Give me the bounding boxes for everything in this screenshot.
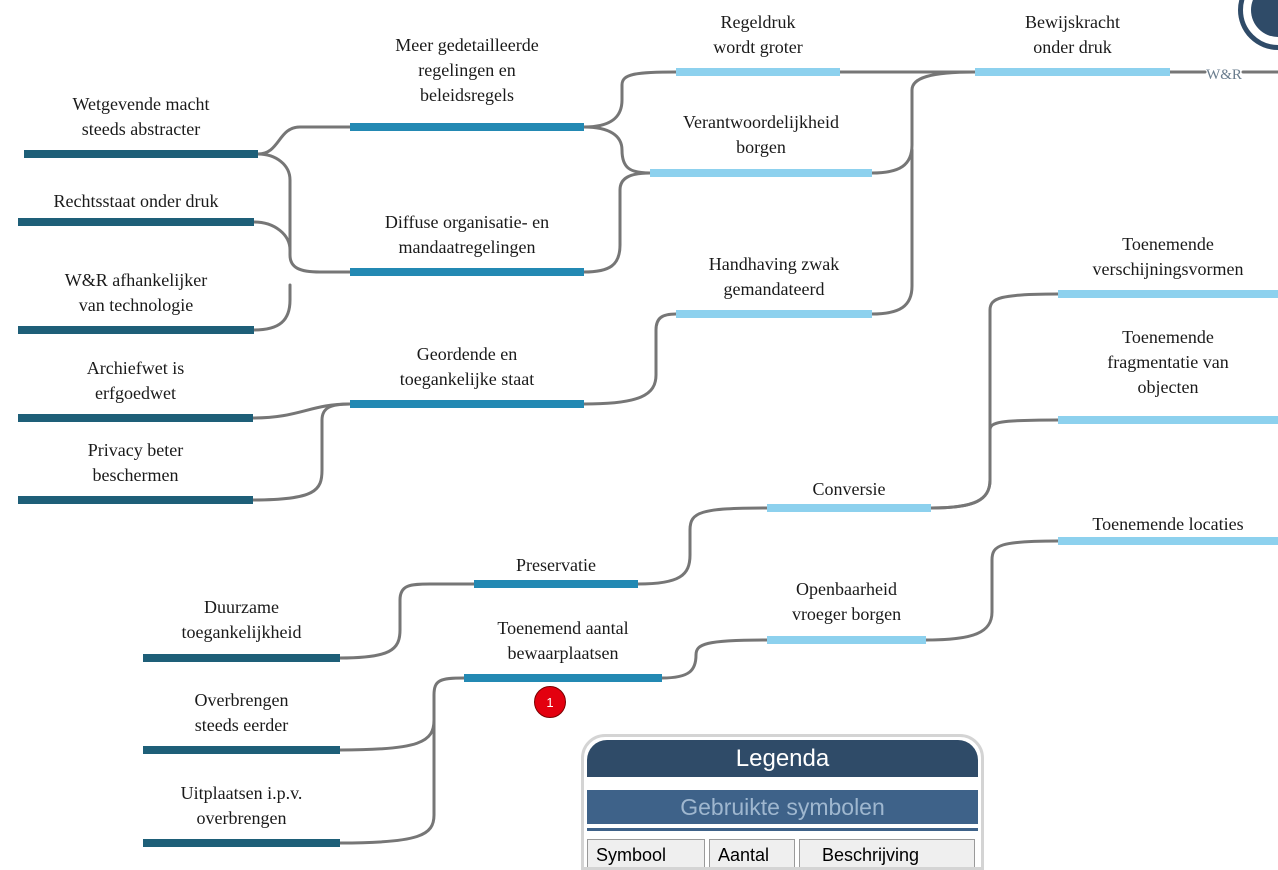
node-label: Uitplaatsen i.p.v. overbrengen — [180, 783, 303, 828]
node-toenemend-aantal[interactable]: Toenemend aantal bewaarplaatsen — [464, 616, 662, 666]
node-meer-gedetailleerde[interactable]: Meer gedetailleerde regelingen en beleid… — [350, 33, 584, 108]
connector — [929, 292, 1060, 510]
connector — [582, 171, 652, 274]
node-label: Overbrengen steeds eerder — [194, 690, 289, 735]
marker-badge[interactable]: 1 — [534, 686, 566, 718]
node-bar — [24, 150, 258, 158]
legend-column-symbool: Symbool — [587, 839, 705, 867]
root-node-inner — [1251, 0, 1278, 37]
node-verschijningsvormen[interactable]: Toenemende verschijningsvormen — [1058, 232, 1278, 282]
legend-column-aantal: Aantal — [709, 839, 795, 867]
node-label: Toenemende fragmentatie van objecten — [1107, 327, 1229, 397]
node-label: Toenemende verschijningsvormen — [1092, 234, 1244, 279]
node-label: Privacy beter beschermen — [87, 440, 184, 485]
node-overbrengen[interactable]: Overbrengen steeds eerder — [143, 688, 340, 738]
node-duurzame[interactable]: Duurzame toegankelijkheid — [143, 595, 340, 645]
connector — [251, 402, 352, 502]
connector — [929, 418, 1060, 510]
connector — [338, 718, 436, 845]
node-wr-technologie[interactable]: W&R afhankelijker van technologie — [18, 268, 254, 318]
connector — [870, 70, 977, 175]
node-bewijskracht[interactable]: Bewijskracht onder druk — [975, 10, 1170, 60]
node-label: Wetgevende macht steeds abstracter — [72, 94, 210, 139]
connector — [582, 125, 652, 175]
connector — [252, 283, 292, 332]
node-bar — [18, 326, 254, 334]
node-label: Openbaarheid vroeger borgen — [791, 579, 902, 624]
node-bar — [676, 68, 840, 76]
node-bar — [350, 268, 584, 276]
legend-panel: Legenda Gebruikte symbolen Symbool Aanta… — [581, 734, 984, 870]
node-verantwoordelijkheid[interactable]: Verantwoordelijkheid borgen — [650, 110, 872, 160]
node-bar — [18, 218, 254, 226]
node-bar — [474, 580, 638, 588]
node-label: Diffuse organisatie- en mandaatregelinge… — [384, 212, 550, 257]
connector — [870, 148, 914, 316]
connector-label: W&R — [1206, 67, 1242, 83]
node-label: Conversie — [812, 479, 886, 499]
connector — [582, 70, 678, 129]
node-bar — [143, 746, 340, 754]
node-bar — [650, 169, 872, 177]
legend-divider — [587, 828, 978, 831]
node-bar — [975, 68, 1170, 76]
node-bar — [767, 504, 931, 512]
root-node-icon[interactable] — [1238, 0, 1278, 50]
node-label: Geordende en toegankelijke staat — [399, 344, 535, 389]
legend-column-beschrijving: Beschrijving — [799, 839, 975, 867]
node-preservatie[interactable]: Preservatie — [474, 553, 638, 578]
connector — [924, 539, 1060, 642]
node-label: Meer gedetailleerde regelingen en beleid… — [395, 35, 539, 105]
node-geordende[interactable]: Geordende en toegankelijke staat — [350, 342, 584, 392]
node-bar — [1058, 290, 1278, 298]
connector — [256, 125, 352, 156]
node-uitplaatsen[interactable]: Uitplaatsen i.p.v. overbrengen — [143, 781, 340, 831]
node-bar — [350, 123, 584, 131]
node-bar — [18, 496, 253, 504]
node-label: Archiefwet is erfgoedwet — [86, 358, 185, 403]
node-label: Duurzame toegankelijkheid — [181, 597, 302, 642]
node-bar — [143, 654, 340, 662]
node-bar — [1058, 416, 1278, 424]
node-diffuse[interactable]: Diffuse organisatie- en mandaatregelinge… — [350, 210, 584, 260]
node-archiefwet[interactable]: Archiefwet is erfgoedwet — [18, 356, 253, 406]
node-conversie[interactable]: Conversie — [767, 477, 931, 502]
node-label: W&R afhankelijker van technologie — [64, 270, 208, 315]
connector — [256, 152, 352, 274]
node-label: Rechtsstaat onder druk — [53, 191, 219, 211]
node-label: Regeldruk wordt groter — [713, 12, 803, 57]
node-bar — [1058, 537, 1278, 545]
mind-map-connectors: W&R — [251, 67, 1278, 845]
node-openbaarheid[interactable]: Openbaarheid vroeger borgen — [767, 577, 926, 627]
node-label: Toenemende locaties — [1092, 514, 1244, 534]
legend-title: Legenda — [587, 740, 978, 777]
node-label: Bewijskracht onder druk — [1025, 12, 1120, 57]
node-bar — [143, 839, 340, 847]
connector — [338, 582, 476, 660]
node-bar — [767, 636, 926, 644]
connector — [636, 506, 769, 586]
node-label: Handhaving zwak gemandateerd — [708, 254, 840, 299]
node-fragmentatie[interactable]: Toenemende fragmentatie van objecten — [1058, 325, 1278, 400]
node-bar — [464, 674, 662, 682]
node-bar — [676, 310, 872, 318]
node-privacy[interactable]: Privacy beter beschermen — [18, 438, 253, 488]
node-label: Verantwoordelijkheid borgen — [683, 112, 839, 157]
node-label: Preservatie — [516, 555, 596, 575]
node-handhaving[interactable]: Handhaving zwak gemandateerd — [676, 252, 872, 302]
node-rechtsstaat[interactable]: Rechtsstaat onder druk — [18, 189, 254, 214]
node-wetgevende-macht[interactable]: Wetgevende macht steeds abstracter — [24, 92, 258, 142]
node-locaties[interactable]: Toenemende locaties — [1058, 512, 1278, 537]
node-bar — [18, 414, 253, 422]
connector — [338, 676, 466, 752]
legend-subtitle: Gebruikte symbolen — [587, 790, 978, 824]
connector — [582, 312, 678, 406]
marker-badge-number: 1 — [546, 695, 554, 710]
node-regeldruk[interactable]: Regeldruk wordt groter — [676, 10, 840, 60]
connector — [660, 638, 769, 680]
node-label: Toenemend aantal bewaarplaatsen — [497, 618, 629, 663]
node-bar — [350, 400, 584, 408]
connector — [252, 220, 292, 252]
